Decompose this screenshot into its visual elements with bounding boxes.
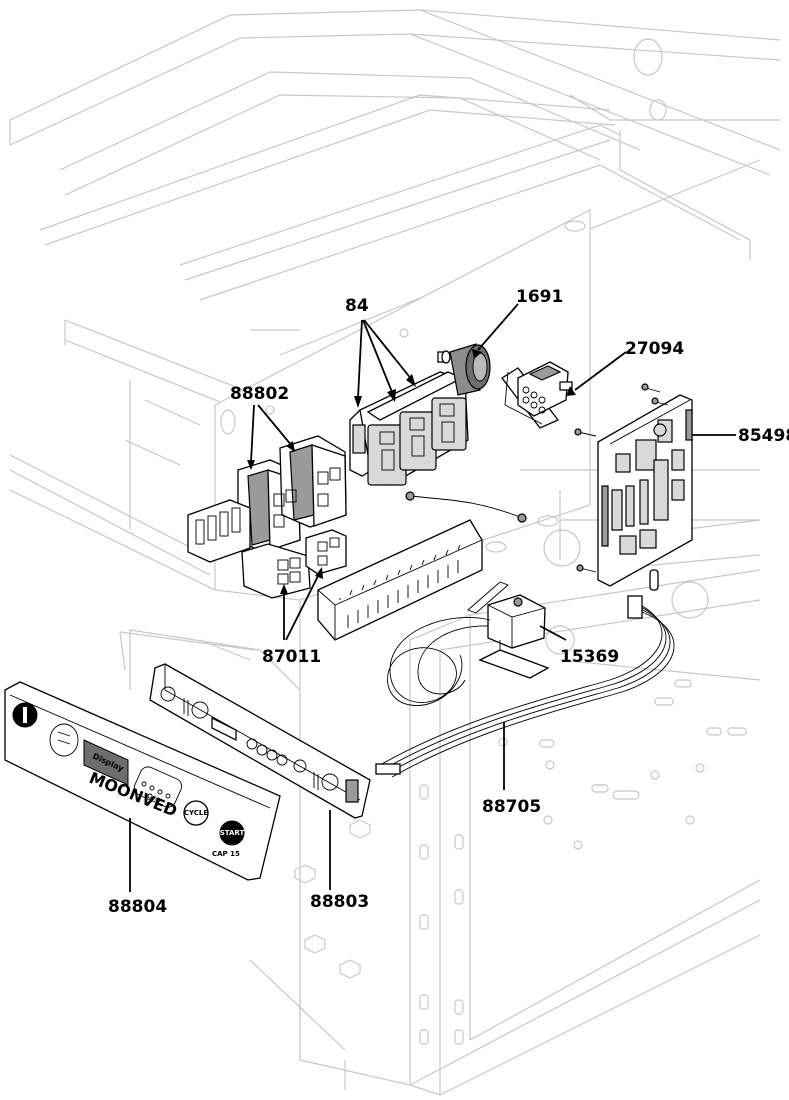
part-label-27094: 27094 bbox=[625, 339, 684, 359]
power-contactors bbox=[187, 435, 347, 563]
part-label-87011: 87011 bbox=[262, 647, 321, 667]
cycle-button-shape[interactable] bbox=[183, 800, 209, 826]
part-label-88804: 88804 bbox=[108, 897, 167, 917]
control-circuit-board bbox=[574, 383, 693, 591]
part-label-88705: 88705 bbox=[482, 797, 541, 817]
part-label-88803: 88803 bbox=[310, 892, 369, 912]
control-panel-fascia: Display CYCLE START MOONVED CAP 15 bbox=[4, 681, 281, 881]
model-text: CAP 15 bbox=[212, 850, 240, 858]
start-button-label[interactable]: START bbox=[220, 829, 245, 837]
cycle-button-label[interactable]: CYCLE bbox=[184, 809, 209, 817]
thermostat-with-capillary bbox=[387, 581, 550, 706]
ribbon-cable bbox=[375, 595, 675, 778]
start-button-shape[interactable] bbox=[219, 820, 245, 846]
cable-duct bbox=[317, 519, 483, 641]
leader-lines bbox=[129, 303, 736, 892]
part-label-1691: 1691 bbox=[516, 287, 563, 307]
terminal-block bbox=[501, 361, 573, 429]
part-label-88802: 88802 bbox=[230, 384, 289, 404]
contactor-relays bbox=[349, 371, 469, 486]
display-pcb bbox=[149, 663, 371, 819]
part-label-84: 84 bbox=[345, 296, 369, 316]
overload-relays bbox=[241, 529, 347, 599]
pressure-switch bbox=[437, 343, 491, 396]
part-label-15369: 15369 bbox=[560, 647, 619, 667]
